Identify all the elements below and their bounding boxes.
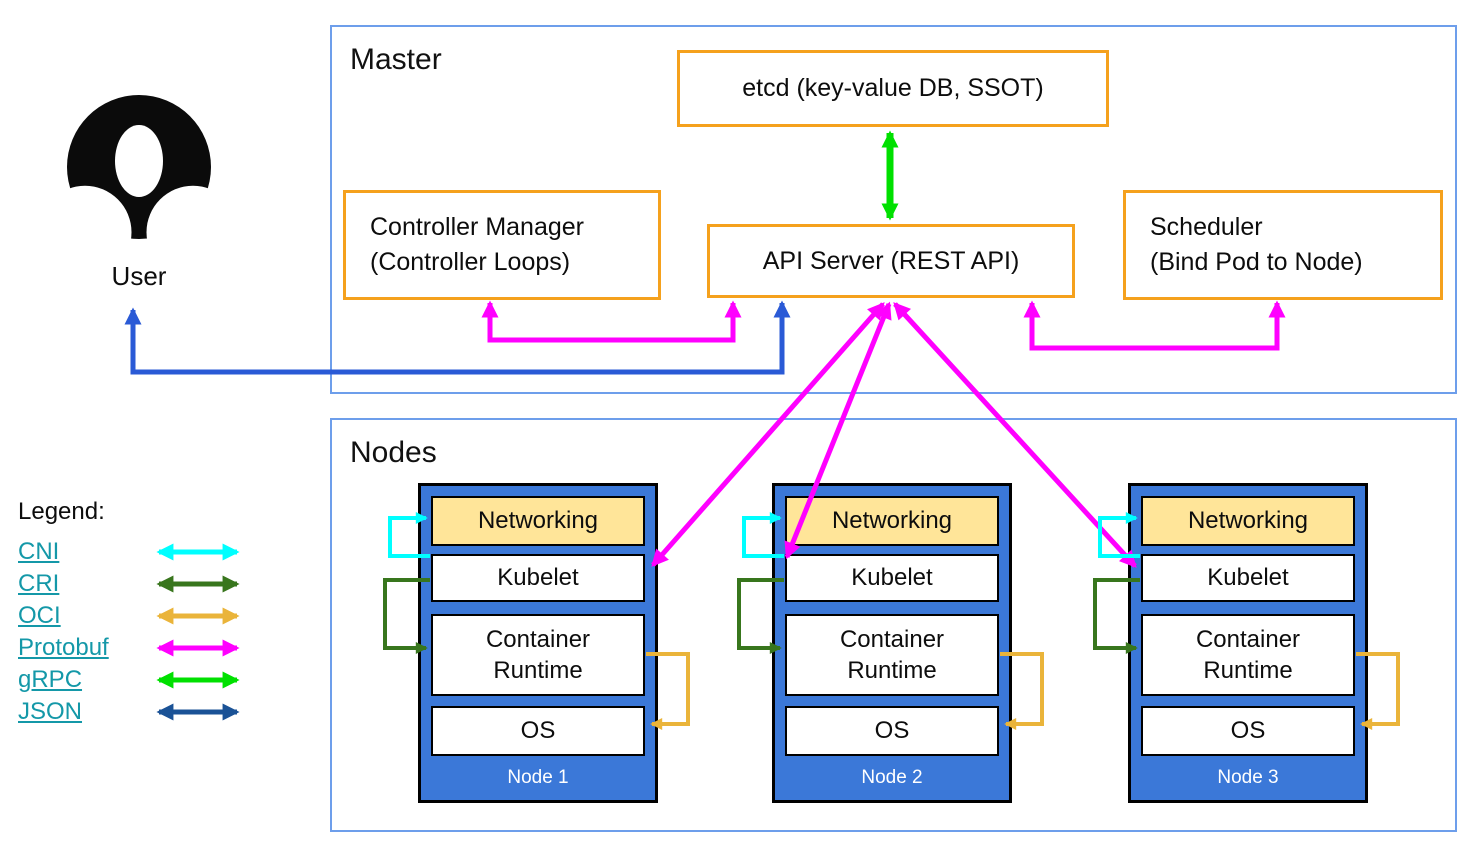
controller-manager-label-line2: (Controller Loops) [370,248,571,276]
node-1-layer-kubelet: Kubelet [431,554,645,602]
etcd-label: etcd (key-value DB, SSOT) [742,74,1044,102]
legend-link-cri[interactable]: CRI [18,570,60,597]
legend-row-cni: CNI [18,536,288,568]
legend-arrow-grpc-icon [156,671,240,689]
user-label: User [111,261,167,291]
node-2-layer-container-runtime: Container Runtime [785,614,999,696]
scheduler-label-line1: Scheduler [1150,213,1263,241]
node-3-name: Node 3 [1217,767,1279,788]
node-3-layer-networking: Networking [1141,496,1355,546]
legend-link-protobuf[interactable]: Protobuf [18,634,109,661]
api-server-label: API Server (REST API) [762,246,1020,275]
node-3-layer-container-runtime: Container Runtime [1141,614,1355,696]
node-3: Networking Kubelet Container Runtime OS … [1128,483,1368,803]
master-section-title: Master [350,43,442,76]
legend: Legend: CNI CRI OCI Protobuf gRP [18,498,288,728]
legend-arrow-oci-icon [156,607,240,625]
legend-row-oci: OCI [18,600,288,632]
node-1-layer-networking: Networking [431,496,645,546]
controller-manager-label-line1: Controller Manager [370,213,584,241]
node-3-layer-os: OS [1141,706,1355,756]
node-2-layer-os: OS [785,706,999,756]
legend-link-cni[interactable]: CNI [18,538,60,565]
node-1-layer-os: OS [431,706,645,756]
scheduler-label-line2: (Bind Pod to Node) [1150,248,1363,276]
node-1-name: Node 1 [507,767,569,788]
node-2-layer-kubelet: Kubelet [785,554,999,602]
scheduler-box: Scheduler (Bind Pod to Node) [1123,190,1443,300]
controller-manager-box: Controller Manager (Controller Loops) [343,190,661,300]
legend-arrow-cri-icon [156,575,240,593]
legend-link-grpc[interactable]: gRPC [18,666,83,693]
legend-row-json: JSON [18,696,288,728]
node-2: Networking Kubelet Container Runtime OS … [772,483,1012,803]
legend-row-cri: CRI [18,568,288,600]
legend-row-grpc: gRPC [18,664,288,696]
legend-arrow-protobuf-icon [156,639,240,657]
legend-arrow-cni-icon [156,543,240,561]
legend-link-json[interactable]: JSON [18,698,83,725]
legend-row-protobuf: Protobuf [18,632,288,664]
legend-title: Legend: [18,498,105,525]
node-2-name: Node 2 [861,767,923,788]
legend-link-oci[interactable]: OCI [18,602,61,629]
nodes-section-title: Nodes [350,436,437,469]
node-1: Networking Kubelet Container Runtime OS … [418,483,658,803]
node-2-layer-networking: Networking [785,496,999,546]
node-1-layer-container-runtime: Container Runtime [431,614,645,696]
etcd-box: etcd (key-value DB, SSOT) [677,50,1109,127]
node-3-layer-kubelet: Kubelet [1141,554,1355,602]
api-server-box: API Server (REST API) [707,224,1075,298]
user-figure: User [38,92,240,292]
user-avatar-icon [38,95,240,279]
legend-arrow-json-icon [156,703,240,721]
